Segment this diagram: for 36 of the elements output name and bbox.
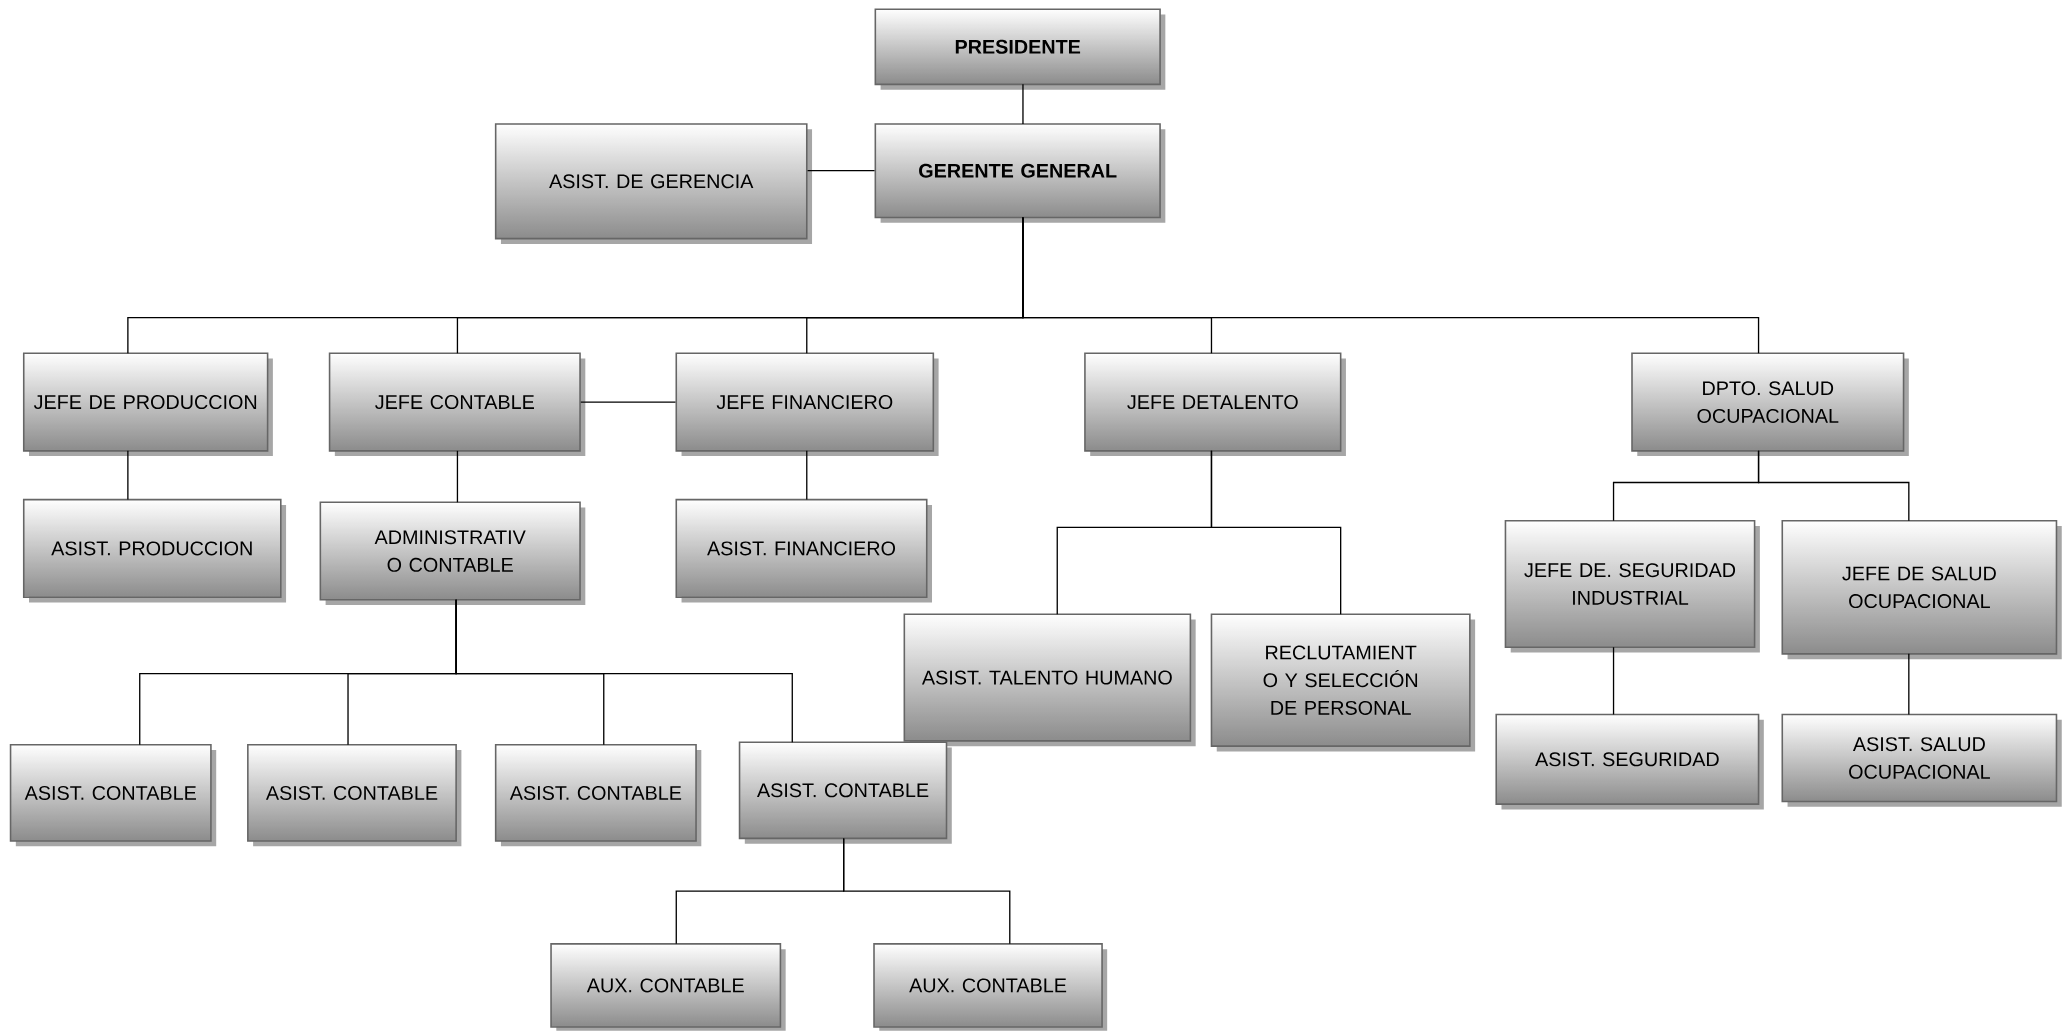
connector-line bbox=[806, 170, 876, 172]
connector-line bbox=[580, 401, 677, 403]
org-box: PRESIDENTE bbox=[874, 8, 1166, 90]
org-box: JEFE DE. SEGURIDAD INDUSTRIAL bbox=[1504, 520, 1760, 653]
org-box: JEFE CONTABLE bbox=[328, 352, 586, 457]
connector-line bbox=[455, 599, 793, 743]
connector-line bbox=[1022, 83, 1024, 125]
org-box: DPTO. SALUD OCUPACIONAL bbox=[1631, 352, 1909, 457]
org-box: JEFE DE SALUD OCUPACIONAL bbox=[1781, 520, 2062, 660]
org-box: GERENTE GENERAL bbox=[874, 123, 1166, 223]
org-box: ASIST. DE GERENCIA bbox=[494, 123, 813, 244]
org-box: ASIST. CONTABLE bbox=[247, 744, 462, 847]
connector-line bbox=[1757, 450, 1910, 522]
org-box: ASIST. SALUD OCUPACIONAL bbox=[1781, 713, 2062, 807]
org-box: AUX. CONTABLE bbox=[873, 943, 1108, 1031]
connector-line bbox=[127, 450, 129, 501]
org-box: ASIST. CONTABLE bbox=[738, 741, 952, 844]
org-box: ADMINISTRATIV O CONTABLE bbox=[319, 501, 586, 606]
org-box: RECLUTAMIENT O Y SELECCIÓN DE PERSONAL bbox=[1210, 613, 1476, 752]
connector-line bbox=[456, 450, 459, 503]
org-box: ASIST. SEGURIDAD bbox=[1495, 713, 1764, 810]
connector-line bbox=[1022, 216, 1760, 355]
org-box: ASIST. CONTABLE bbox=[9, 744, 217, 847]
org-box: JEFE DE PRODUCCION bbox=[22, 352, 273, 457]
org-box: ASIST. TALENTO HUMANO bbox=[903, 613, 1196, 747]
connector-line bbox=[1210, 450, 1342, 616]
connector-line bbox=[806, 450, 808, 501]
org-box: ASIST. FINANCIERO bbox=[675, 498, 932, 603]
org-box: ASIST. PRODUCCION bbox=[22, 498, 287, 603]
connector-line bbox=[1908, 653, 1910, 716]
org-box: JEFE FINANCIERO bbox=[675, 352, 939, 457]
connector-line bbox=[1612, 646, 1615, 716]
org-box: AUX. CONTABLE bbox=[550, 943, 786, 1031]
connector-line bbox=[843, 837, 1011, 945]
org-box: ASIST. CONTABLE bbox=[494, 744, 702, 847]
org-box: JEFE DETALENTO bbox=[1084, 352, 1346, 457]
